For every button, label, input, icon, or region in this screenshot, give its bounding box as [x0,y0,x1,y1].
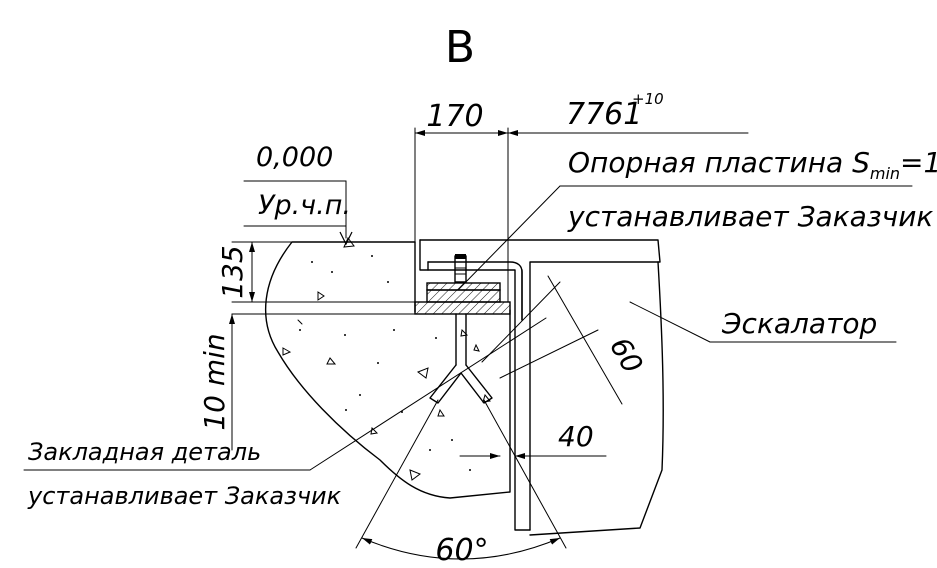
callout-support-plate: Опорная пластина Smin=10 устанавливает З… [457,146,937,291]
support-plate-upper [426,282,501,291]
dim-7761: 7761 +10 [507,90,749,136]
dim-170-label: 170 [426,99,483,134]
escalator-label: Эскалатор [721,307,877,340]
concrete-slab-outline [264,241,511,499]
escalator-bracket [419,239,661,531]
dim-40-label: 40 [558,420,594,453]
dim-7761-label: 7761 [566,97,642,132]
dim-angle-60: 60° [355,399,567,568]
anchor-rod [429,313,493,404]
dim-40: 40 [459,420,607,459]
dim-60-label: 60 [603,332,649,379]
view-label: В [445,22,475,73]
dim-10min: 10 min [198,313,235,451]
dim-60: 60 [481,275,649,405]
dim-170: 170 [414,99,509,303]
level-mark: 0,000 Ур.ч.п. [243,142,353,246]
dim-7761-tolerance: +10 [632,90,664,108]
level-value: 0,000 [256,142,333,173]
concrete-texture [282,237,491,481]
dim-10min-label: 10 min [198,333,231,430]
embedded-plate [414,301,511,315]
bolt-icon [454,254,467,283]
callout-escalator: Эскалатор [629,301,897,343]
support-plate-installer-label: устанавливает Заказчик [567,200,933,233]
dim-135: 135 [216,241,419,315]
angle-60-label: 60° [435,533,488,568]
embedded-part-installer-label: устанавливает Заказчик [27,482,342,510]
support-plate-subscript: min [870,164,900,183]
level-name: Ур.ч.п. [258,190,351,221]
callout-embedded-part: Закладная деталь устанавливает Заказчик [23,317,547,510]
support-plate-lower [426,289,501,303]
embedded-part-label: Закладная деталь [28,438,261,466]
escalator-body-outline [529,261,664,536]
dim-135-label: 135 [216,245,249,298]
support-plate-label: Опорная пластина Smin=10 [568,146,937,183]
